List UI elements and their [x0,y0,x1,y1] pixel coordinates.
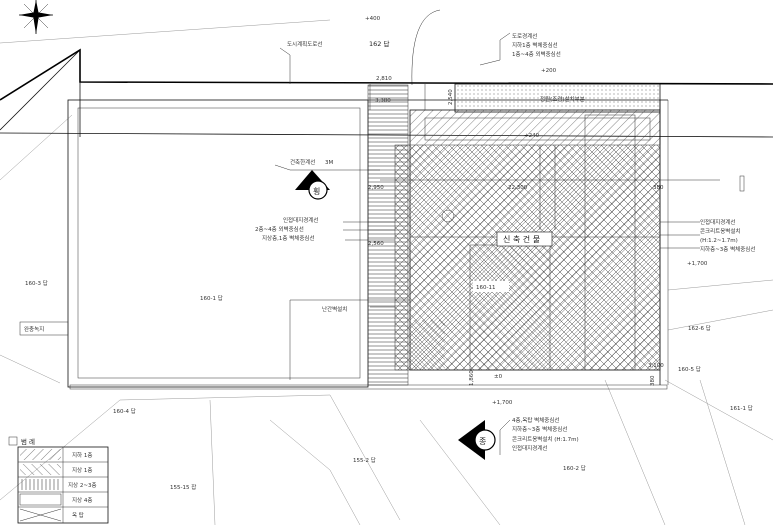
building-line-label: 건축한계선 [290,158,315,166]
concrete-wall-right-label: 콘크리트옹벽설치 [700,227,740,235]
leader-lines [274,32,700,455]
dim-1860: 1,860 [469,370,475,386]
legend-item-3: 지상 4층 [72,496,92,504]
dim-380b: 380 [650,375,656,386]
lot-center-label: 160-11 [476,285,495,291]
floor2-4-center-left-label: 2층~4층 외벽중심선 [255,225,304,233]
new-building-label: 신 축 건 물 [503,234,540,244]
lot-right2: 160-5 답 [678,366,701,373]
dim-3100: 3,100 [648,363,664,369]
lot-lines [0,9,773,525]
dim-top-small: 2,810 [376,76,392,82]
dim-2540: 2,540 [448,89,454,105]
underground-wall-label: 지하1층 벽체중심선 [512,41,558,49]
site-boundary-left-label: 인접대지경계선 [283,216,318,224]
section-mark-horizontal: 횡 [295,170,330,200]
under-1f-wall-left-label: 지상층,1층 벽체중심선 [262,234,315,242]
bottom-under-3-wall-label: 지하층~3층 벽체중심선 [512,425,567,433]
bottom-floor4-wall-label: 4층,옥탑 벽체중심선 [512,416,559,424]
legend-item-0: 지하 1층 [72,451,92,459]
dim-2950: 2,950 [368,185,384,191]
legend-item-2: 지상 2~3층 [68,481,97,489]
elev-0: ±0 [494,374,503,380]
building-line-dist: 3M [325,160,333,166]
road-plan-line-label: 도시계획도로선 [287,40,322,48]
lot-bottom-mid: 155-2 답 [353,457,376,464]
road-boundary-label: 도로경계선 [512,32,537,40]
lot-far-right: 161-1 답 [730,405,753,412]
dim-380: 380 [653,185,664,191]
under-1-3-wall-right-label: 지하층~3층 벽체중심선 [700,245,755,253]
dim-22300: 22,300 [508,185,528,191]
section-mark-vertical: 종 [458,420,496,460]
legend: 범 례 지하 1층 지상 1층 지상 2~3층 지상 4층 옥 탑 [8,436,109,524]
lot-main: 160-1 답 [200,295,223,302]
lot-left: 160-3 답 [25,280,48,287]
bottom-site-boundary-label: 인접대지경계선 [512,444,547,452]
lot-bottom-left: 160-4 답 [113,408,136,415]
landscape-strip [455,84,660,112]
section-mark-v-label: 종 [479,437,486,446]
lot-bottom-legend-side: 155-15 잡 [170,484,196,491]
lot-bottom-right: 160-2 답 [563,465,586,472]
legend-title: 범 례 [21,437,35,446]
elevation-circle-icon [441,209,455,223]
concrete-wall-height-label: (H:1.2~1.7m) [700,238,738,244]
legend-item-4: 옥 탑 [72,511,84,519]
green-zone-label: 완충녹지 [24,325,44,333]
bottom-concrete-wall-label: 콘크리트옹벽설치 (H:1.7m) [512,435,579,443]
section-mark-h-label: 횡 [313,186,320,196]
elev-200: +200 [541,68,557,74]
elev-400: +400 [365,16,381,22]
strip-label: 정원(조경)설치부분 [540,95,585,103]
lot-right: 162-6 답 [688,325,711,332]
elev-240: +240 [524,133,540,139]
elev-1700-right: +1,700 [687,261,708,267]
elev-1700-bottom: +1,700 [492,400,513,406]
site-boundary-right-label: 인접대지경계선 [700,218,735,226]
dim-2560: 2,560 [368,241,384,247]
floor1-4-wall-label: 1층~4층 외벽중심선 [512,50,561,58]
legend-item-1: 지상 1층 [72,466,92,474]
dim-3380: 3,380 [375,98,391,104]
lot-top: 162 답 [369,40,389,48]
railing-label: 난간벽설치 [322,305,347,313]
north-arrow-icon [19,0,53,34]
